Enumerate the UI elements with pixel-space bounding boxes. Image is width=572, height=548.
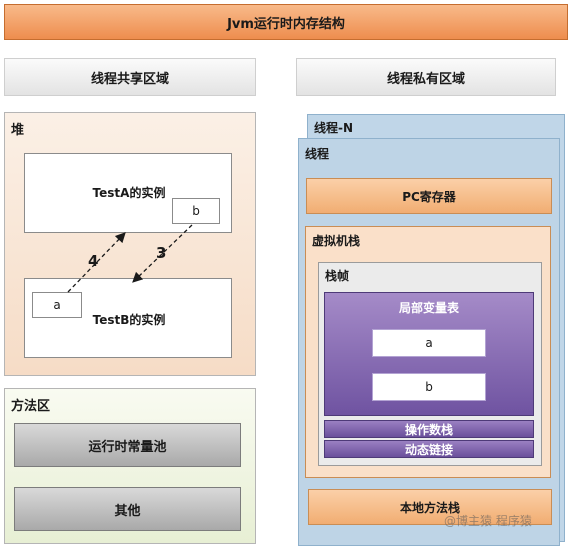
heap-label: 堆 xyxy=(11,123,25,138)
dynamic-link: 动态链接 xyxy=(324,440,534,458)
arrow-label-3: 3 xyxy=(156,244,167,262)
native-method-stack: 本地方法栈 xyxy=(308,489,552,525)
local-var-b: b xyxy=(372,373,486,401)
shared-region-header: 线程共享区域 xyxy=(4,58,256,96)
arrow-label-4: 4 xyxy=(88,252,99,270)
testB-instance: TestB的实例 xyxy=(24,278,232,358)
stack-frame-label: 栈帧 xyxy=(325,269,350,283)
testA-field-b: b xyxy=(172,198,220,224)
runtime-constant-pool: 运行时常量池 xyxy=(14,423,241,467)
testB-label: TestB的实例 xyxy=(92,313,166,327)
local-variable-table-label: 局部变量表 xyxy=(398,301,459,315)
private-region-header: 线程私有区域 xyxy=(296,58,556,96)
local-var-a: a xyxy=(372,329,486,357)
watermark: @博主猿 程序猿 xyxy=(444,514,532,528)
method-area-other: 其他 xyxy=(14,487,241,531)
method-area-label: 方法区 xyxy=(11,399,51,414)
thread-n-label: 线程-N xyxy=(314,121,354,135)
pc-register: PC寄存器 xyxy=(306,178,552,214)
diagram-title: Jvm运行时内存结构 xyxy=(4,4,568,40)
vm-stack-label: 虚拟机栈 xyxy=(312,234,361,248)
testA-label: TestA的实例 xyxy=(92,186,166,200)
thread-label: 线程 xyxy=(305,147,330,161)
testB-field-a: a xyxy=(32,292,82,318)
operand-stack: 操作数栈 xyxy=(324,420,534,438)
